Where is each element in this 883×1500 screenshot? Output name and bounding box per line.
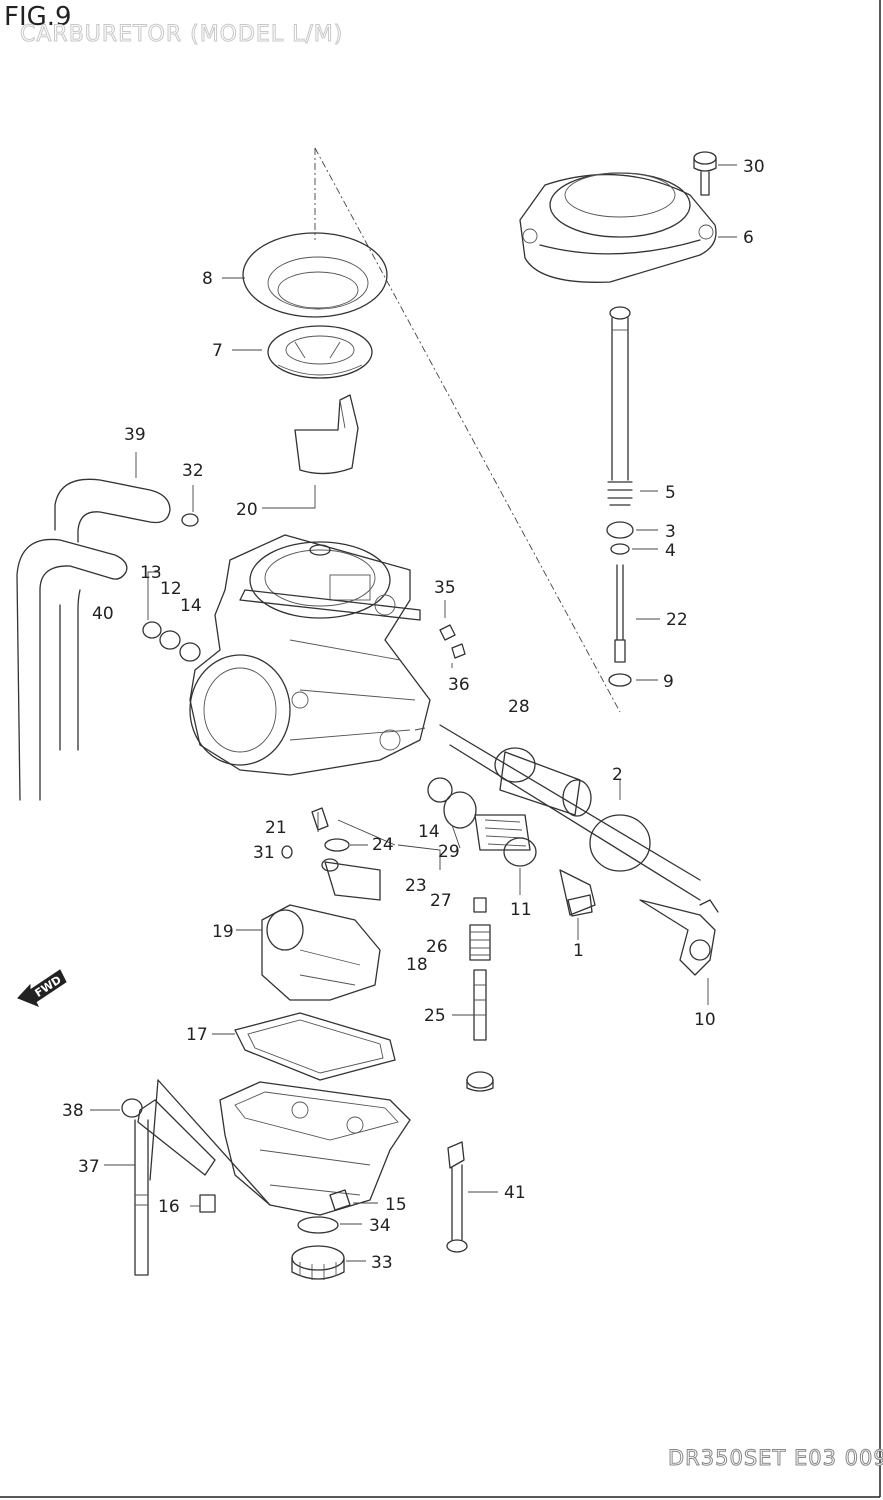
callout-3: 3 — [665, 522, 676, 542]
callout-14-lower: 14 — [418, 822, 440, 842]
leader-lines — [90, 164, 737, 1262]
callout-21: 21 — [265, 818, 287, 838]
callout-2: 2 — [612, 765, 623, 785]
hose-part-40 — [16, 538, 128, 801]
callout-numbers: 30 6 8 7 39 32 5 20 3 4 13 35 12 40 14 2… — [62, 157, 765, 1273]
callout-27: 27 — [430, 891, 452, 911]
callout-22: 22 — [666, 610, 688, 630]
callout-4: 4 — [665, 541, 676, 561]
callout-40: 40 — [92, 604, 114, 624]
figure-title: FIG.9 — [4, 2, 72, 32]
throttle-shaft-assembly — [427, 724, 719, 976]
assembly-axis-line — [314, 147, 621, 713]
jet-small-parts — [281, 807, 381, 901]
idle-screw-stack — [466, 897, 494, 1092]
callout-25: 25 — [424, 1006, 446, 1026]
callout-35: 35 — [434, 578, 456, 598]
callout-36: 36 — [448, 675, 470, 695]
figure-subtitle: CARBURETOR (MODEL L/M) — [19, 22, 344, 48]
callout-31: 31 — [253, 843, 275, 863]
callout-30: 30 — [743, 157, 765, 177]
jet-needle-stack — [606, 306, 634, 687]
callout-12: 12 — [160, 579, 182, 599]
callout-16: 16 — [158, 1197, 180, 1217]
callout-29: 29 — [438, 842, 460, 862]
callout-33: 33 — [371, 1253, 393, 1273]
callout-8: 8 — [202, 269, 213, 289]
fwd-direction-arrow: FWD — [17, 969, 67, 1007]
fwd-label: FWD — [33, 973, 64, 1000]
callout-34: 34 — [369, 1216, 391, 1236]
top-cap-part — [519, 172, 717, 283]
callout-41: 41 — [504, 1183, 526, 1203]
pump-cover-part — [261, 904, 381, 1001]
callout-9: 9 — [663, 672, 674, 692]
callout-24: 24 — [372, 835, 394, 855]
callout-39: 39 — [124, 425, 146, 445]
callout-23: 23 — [405, 876, 427, 896]
callout-14-upper: 14 — [180, 596, 202, 616]
callout-10: 10 — [694, 1010, 716, 1030]
callout-18: 18 — [406, 955, 428, 975]
piston-valve-part — [294, 394, 359, 475]
callout-7: 7 — [212, 341, 223, 361]
inlet-washers — [142, 513, 201, 662]
float-bowl-part — [219, 1081, 411, 1216]
callout-5: 5 — [665, 483, 676, 503]
drain-hose-part — [121, 1079, 271, 1276]
callout-32: 32 — [182, 461, 204, 481]
callout-37: 37 — [78, 1157, 100, 1177]
callout-6: 6 — [743, 228, 754, 248]
callout-28: 28 — [508, 697, 530, 717]
callout-1: 1 — [573, 941, 584, 961]
retainer-part — [267, 325, 373, 379]
callout-20: 20 — [236, 500, 258, 520]
callout-17: 17 — [186, 1025, 208, 1045]
bowl-small-screws — [199, 1189, 351, 1213]
hose-part-39 — [54, 478, 171, 543]
drain-plug-part — [291, 1216, 345, 1280]
body-small-screws — [439, 624, 466, 659]
callout-19: 19 — [212, 922, 234, 942]
callout-26: 26 — [426, 937, 448, 957]
bowl-gasket-part — [234, 1012, 396, 1081]
carburetor-body-part — [189, 534, 431, 776]
callout-11: 11 — [510, 900, 532, 920]
callout-13: 13 — [140, 563, 162, 583]
long-bolt-part — [446, 1141, 468, 1253]
drawing-document-code: DR350SET E03 009 — [668, 1446, 883, 1471]
cap-screw-part — [693, 151, 717, 196]
throttle-screw-part — [567, 894, 593, 917]
diaphragm-part — [242, 232, 388, 318]
callout-15: 15 — [385, 1195, 407, 1215]
callout-38: 38 — [62, 1101, 84, 1121]
